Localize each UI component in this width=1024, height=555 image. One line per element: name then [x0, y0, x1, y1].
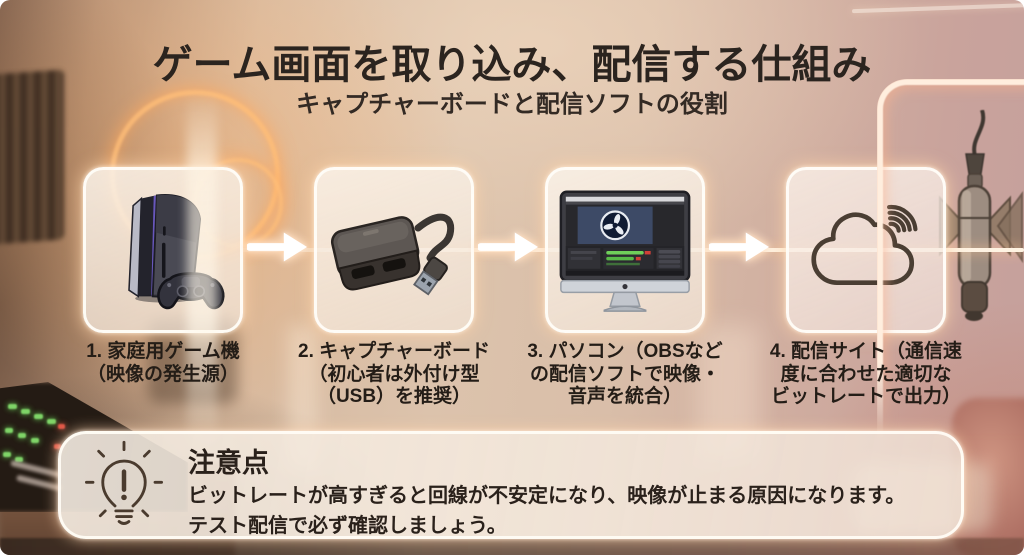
note-text-line: ビットレートが高すぎると回線が不安定になり、映像が止まる原因になります。	[188, 485, 906, 507]
step-label-2: 2. キャプチャーボード （初心者は外付け型 （USB）を推奨）	[298, 341, 490, 407]
flow-arrow-1	[247, 232, 308, 262]
ceiling-light-line	[851, 2, 1024, 14]
note-box: 注意点 ビットレートが高すぎると回線が不安定になり、映像が止まる原因になります。…	[58, 431, 964, 539]
page-title: ゲーム画面を取り込み、配信する仕組み	[152, 43, 872, 87]
studio-microphone	[939, 110, 1023, 321]
step-label-1: 1. 家庭用ゲーム機 （映像の発生源）	[86, 341, 240, 385]
floor-shadow	[0, 538, 1024, 555]
page-subtitle: キャプチャーボードと配信ソフトの役割	[296, 91, 728, 118]
pc-obs-icon	[559, 190, 691, 312]
lightbulb-alert-icon	[85, 440, 163, 525]
game-console-icon	[128, 193, 225, 310]
step-card-pc-obs	[545, 167, 705, 333]
neon-wall-frame	[877, 79, 1024, 441]
step-label-3: 3. パソコン（OBSなど の配信ソフトで映像・ 音声を統合）	[527, 341, 723, 407]
cloud-stream-icon	[811, 205, 918, 285]
flow-arrow-2	[478, 232, 539, 262]
step-label-4: 4. 配信サイト（通信速 度に合わせた適切な ビットレートで出力）	[769, 341, 963, 407]
flow-arrow-3	[709, 232, 770, 262]
note-heading: 注意点	[188, 448, 269, 478]
step-card-capture-board	[314, 167, 474, 333]
capture-board-icon	[330, 213, 455, 296]
note-text-line: テスト配信で必ず確認しましょう。	[188, 515, 507, 537]
step-card-stream-site	[786, 167, 946, 333]
step-card-console	[83, 167, 243, 333]
